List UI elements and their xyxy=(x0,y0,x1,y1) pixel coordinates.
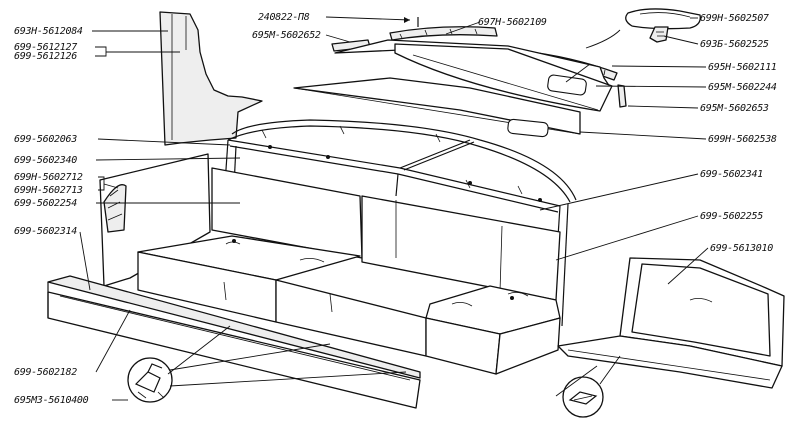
part-label-699n-5602507: 699Н-5602507 xyxy=(700,13,769,24)
lamp-part xyxy=(625,8,701,43)
part-label-699n-5602712: 699Н-5602712 xyxy=(14,172,83,183)
part-label-699-5602063: 699-5602063 xyxy=(14,134,77,145)
part-label-699-5602254: 699-5602254 xyxy=(14,198,77,209)
side-panel-part xyxy=(159,11,263,146)
part-label-699-5602182: 699-5602182 xyxy=(14,367,77,378)
seat-frame-body xyxy=(221,119,577,331)
part-label-699-5602314: 699-5602314 xyxy=(14,226,77,237)
leader-lines xyxy=(79,16,709,401)
front-kick-panel xyxy=(47,275,421,409)
hinge-detail-circle xyxy=(562,376,604,418)
part-label-693n-5612084: 693Н-5612084 xyxy=(14,26,83,37)
part-label-699-5602341: 699-5602341 xyxy=(700,169,763,180)
part-label-693b-5602525: 693Б-5602525 xyxy=(700,39,769,50)
part-label-697n-5602109: 697Н-5602109 xyxy=(478,17,547,28)
part-label-699n-5602538: 699Н-5602538 xyxy=(708,134,777,145)
side-seat-box xyxy=(557,257,785,389)
part-label-695m3-5610400: 695МЗ-5610400 xyxy=(14,395,89,406)
part-label-695m-5602653: 695М-5602653 xyxy=(700,103,769,114)
latch-detail-circle xyxy=(127,357,173,403)
left-side-wall xyxy=(99,153,211,287)
seat-back-panels xyxy=(211,167,561,301)
part-label-695n-5602111: 695Н-5602111 xyxy=(708,62,777,73)
part-label-699-5613010: 699-5613010 xyxy=(710,243,773,254)
part-label-240822-p8: 240822-П8 xyxy=(258,12,310,23)
middle-shelf-panel xyxy=(293,77,581,138)
part-label-695m-5602244: 695М-5602244 xyxy=(708,82,777,93)
part-label-699-5602255: 699-5602255 xyxy=(700,211,763,222)
part-label-699-5612126: 699-5612126 xyxy=(14,51,77,62)
part-label-699-5612127: 699-5612127 xyxy=(14,42,77,53)
part-label-695m-5602652: 695М-5602652 xyxy=(252,30,321,41)
seat-cushion-boxes xyxy=(137,235,561,375)
part-label-699-5602340: 699-5602340 xyxy=(14,155,77,166)
part-label-699n-5602713: 699Н-5602713 xyxy=(14,185,83,196)
upper-shelf-panel xyxy=(334,39,627,112)
